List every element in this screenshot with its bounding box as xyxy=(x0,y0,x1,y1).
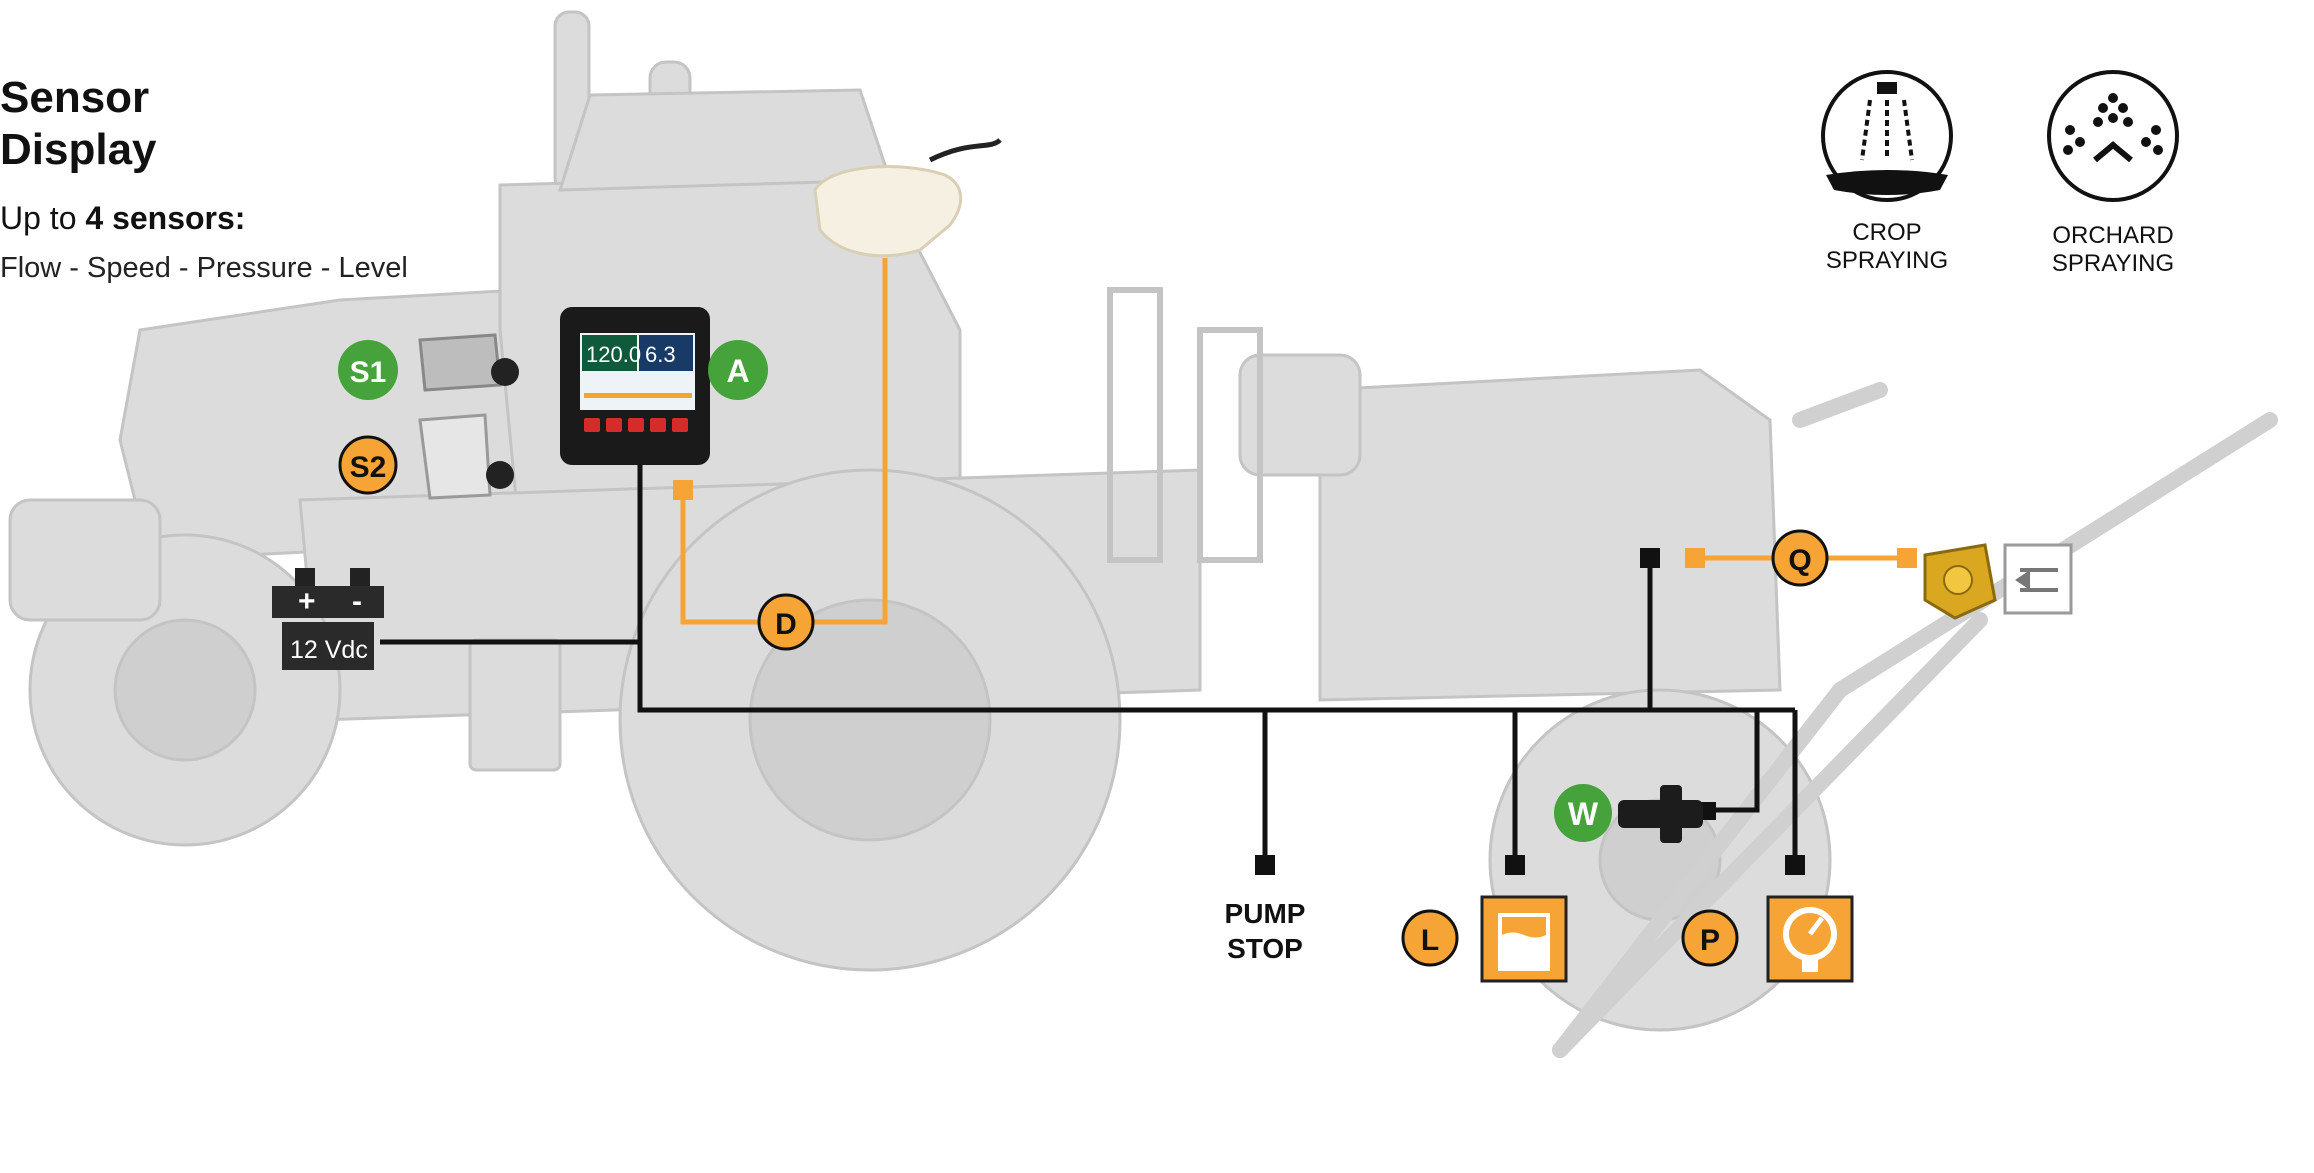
wire-terminals xyxy=(1255,548,1805,875)
tractor-sprayer-illustration xyxy=(8,10,1832,1032)
marker-d: D xyxy=(757,593,815,651)
sensor-count-subtitle: Up to 4 sensors: xyxy=(0,200,245,237)
svg-text:Q: Q xyxy=(1788,544,1811,577)
marker-q: Q xyxy=(1771,529,1829,587)
display-buttons xyxy=(584,418,688,432)
pump-stop-line2: STOP xyxy=(1227,933,1303,964)
svg-text:P: P xyxy=(1700,924,1720,957)
subtitle-bold: 4 sensors: xyxy=(85,200,246,236)
orchard-spraying-icon xyxy=(2047,70,2179,202)
level-sensor-icon xyxy=(1480,895,1568,983)
title-line2: Display xyxy=(0,125,157,174)
bracket-s1 xyxy=(418,333,519,392)
display-value-2: 6.3 xyxy=(645,342,676,367)
crop-label-line2: SPRAYING xyxy=(1826,247,1948,274)
crop-label-line1: CROP xyxy=(1852,219,1921,246)
bracket-s2 xyxy=(418,413,514,500)
marker-s2: S2 xyxy=(338,435,398,495)
title-line1: Sensor xyxy=(0,73,150,122)
orchard-label-line1: ORCHARD xyxy=(2052,222,2173,249)
battery-plus: + xyxy=(298,585,316,618)
boom-section-icon xyxy=(2003,543,2073,615)
marker-a: A xyxy=(708,340,768,400)
svg-text:A: A xyxy=(726,353,749,389)
svg-text:W: W xyxy=(1568,796,1599,832)
svg-text:S1: S1 xyxy=(350,356,387,389)
orchard-label-line2: SPRAYING xyxy=(2052,250,2174,277)
svg-text:D: D xyxy=(775,608,797,641)
flow-sensor xyxy=(1618,785,1703,843)
pressure-sensor-icon xyxy=(1766,895,1854,983)
battery-minus: - xyxy=(352,585,362,618)
valve-icon xyxy=(1923,543,1997,620)
svg-text:S2: S2 xyxy=(350,451,387,484)
crop-spraying-icon xyxy=(1821,70,1953,202)
display-value-1: 120.0 xyxy=(586,342,641,367)
marker-w: W xyxy=(1554,784,1612,842)
marker-s1: S1 xyxy=(338,340,398,400)
orange-terminals xyxy=(673,480,1917,568)
gps-antenna xyxy=(813,138,1002,258)
battery-label: 12 Vdc xyxy=(290,636,368,664)
marker-p: P xyxy=(1681,909,1739,967)
page-title: Sensor Display xyxy=(0,72,157,176)
battery: + - 12 Vdc xyxy=(272,568,384,670)
marker-l: L xyxy=(1401,909,1459,967)
sensor-list: Flow - Speed - Pressure - Level xyxy=(0,252,408,284)
subtitle-prefix: Up to xyxy=(0,200,86,236)
black-wiring xyxy=(380,465,1798,862)
svg-text:L: L xyxy=(1421,924,1439,957)
pump-stop-line1: PUMP xyxy=(1225,898,1306,929)
display-unit: 120.0 6.3 xyxy=(560,307,710,465)
